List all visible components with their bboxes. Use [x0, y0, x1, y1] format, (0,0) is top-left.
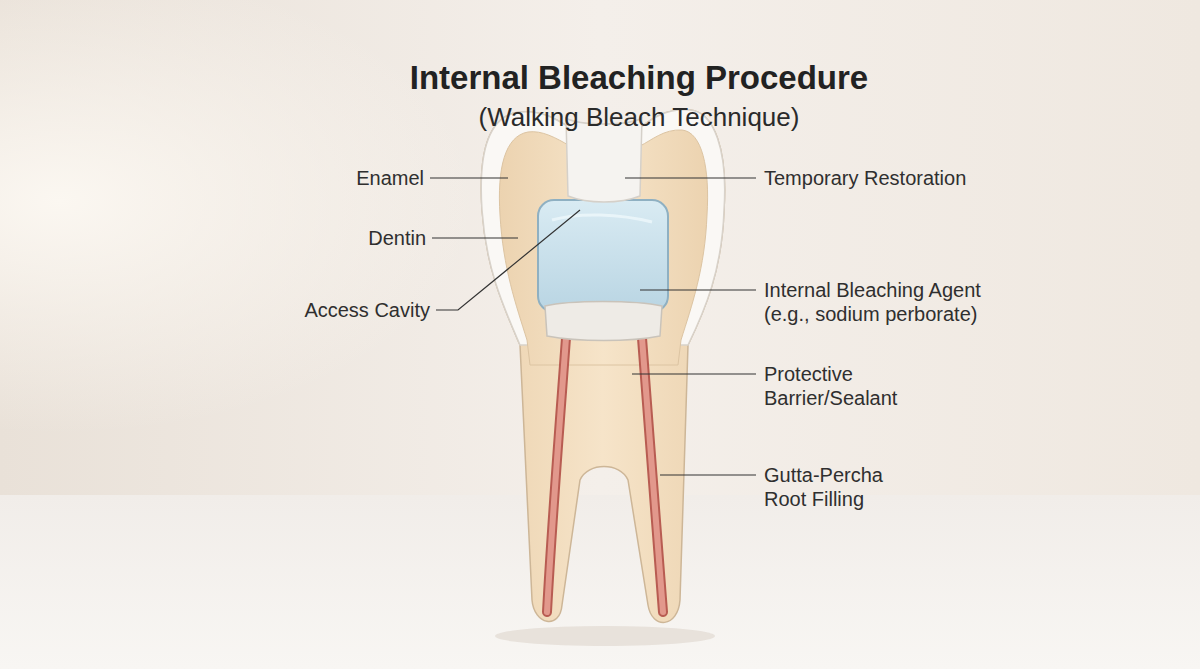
part-label: Protective Barrier/Sealant — [764, 362, 924, 410]
leader-line — [625, 177, 756, 178]
part-label: Enamel — [356, 166, 424, 190]
leader-line — [432, 237, 518, 238]
leader-line — [660, 474, 756, 475]
gutta-percha — [642, 338, 663, 612]
protective-barrier — [545, 302, 662, 341]
table-surface — [0, 495, 1200, 669]
leader-line — [430, 177, 508, 178]
part-label: Dentin — [368, 226, 426, 250]
leader-line — [640, 289, 756, 290]
part-label: Gutta-Percha Root Filling — [764, 463, 909, 511]
title: Internal Bleaching Procedure — [239, 58, 1039, 98]
gutta-percha — [547, 338, 566, 612]
tooth-outline — [481, 110, 724, 623]
gutta-percha — [547, 338, 566, 612]
subtitle: (Walking Bleach Technique) — [239, 101, 1039, 133]
bleaching-agent — [538, 200, 668, 312]
leader-line — [632, 373, 756, 374]
part-label: Internal Bleaching Agent (e.g., sodium p… — [764, 278, 1024, 326]
shadow — [495, 626, 715, 646]
leader-line — [436, 210, 580, 310]
part-label: Temporary Restoration — [764, 166, 966, 190]
part-label: Access Cavity — [304, 298, 430, 322]
gutta-percha — [642, 338, 663, 612]
